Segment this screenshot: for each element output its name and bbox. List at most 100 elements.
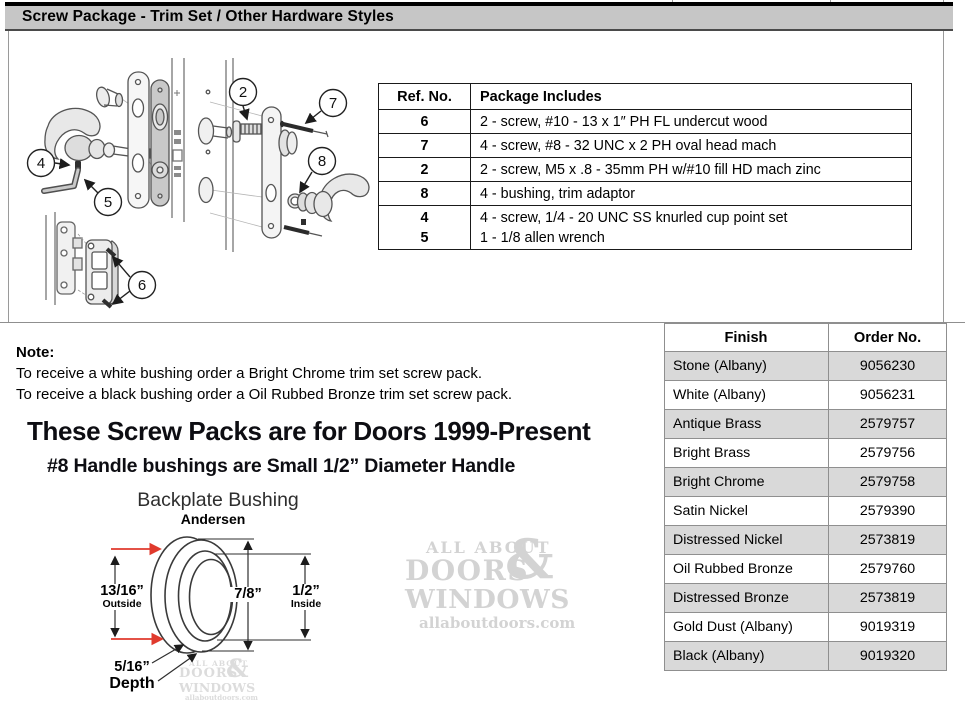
watermark-ampersand: & [505, 527, 554, 591]
callout-5 [93, 187, 123, 217]
table-header-row: Finish Order No. [664, 323, 947, 352]
note-line: To receive a black bushing order a Oil R… [16, 386, 513, 403]
faceplate [56, 221, 83, 295]
dim-value: 13/16” [100, 583, 144, 599]
dim-outside-label: 13/16” Outside [96, 584, 148, 610]
order-cell: 9019319 [828, 612, 947, 642]
ref-cell: 4 5 [378, 205, 471, 250]
dim-sublabel: Depth [109, 675, 155, 692]
page-title: Screw Package - Trim Set / Other Hardwar… [22, 8, 394, 25]
table-row: 4 5 4 - screw, 1/4 - 20 UNC SS knurled c… [378, 205, 912, 250]
order-cell: 9019320 [828, 641, 947, 671]
lever-handle-left [44, 107, 101, 160]
right-frame-line [943, 0, 944, 322]
page-title-bar: Screw Package - Trim Set / Other Hardwar… [5, 2, 953, 31]
trim-adaptor-plate [85, 239, 119, 305]
desc-cell: 4 - screw, #8 - 32 UNC x 2 PH oval head … [470, 133, 912, 158]
escutcheon-plate-interior [127, 71, 150, 209]
watermark-small: ALL ABOUT & DOORS WINDOWS allaboutdoors.… [178, 654, 278, 707]
watermark-text: DOORS [179, 666, 239, 681]
table-row: 7 4 - screw, #8 - 32 UNC x 2 PH oval hea… [378, 133, 912, 158]
dim-depth-value: 5/16” [106, 660, 158, 675]
callout-8-label: 8 [318, 153, 326, 170]
watermark-ampersand: & [226, 654, 249, 683]
lever-handle-right [318, 173, 370, 222]
table-row: 6 2 - screw, #10 - 13 x 1″ PH FL undercu… [378, 109, 912, 134]
ref-line: 5 [420, 229, 429, 246]
spindle-screw-2 [212, 120, 268, 143]
finish-cell: Distressed Nickel [664, 525, 829, 555]
ref-cell: 2 [378, 157, 471, 182]
desc-cell: 2 - screw, #10 - 13 x 1″ PH FL undercut … [470, 109, 912, 134]
callouts: 4 5 6 2 7 8 [26, 77, 348, 306]
callout-5-label: 5 [104, 194, 112, 211]
adaptor-plate-assembly [45, 212, 119, 309]
ref-cell: 7 [378, 133, 471, 158]
note-label: Note: [16, 344, 55, 361]
dim-value: 1/2” [292, 583, 320, 599]
interior-trim-assembly [41, 58, 185, 222]
order-cell: 9056230 [828, 351, 947, 381]
table-row: Satin Nickel 2579390 [664, 496, 947, 526]
finish-cell: Black (Albany) [664, 641, 829, 671]
callout-4-label: 4 [37, 155, 45, 172]
order-cell: 2579757 [828, 409, 947, 439]
exploded-diagram: 4 5 6 2 7 8 [26, 58, 370, 309]
finish-cell: Gold Dust (Albany) [664, 612, 829, 642]
finish-header: Finish [664, 323, 829, 352]
finish-cell: Bright Chrome [664, 467, 829, 497]
callout-2-label: 2 [239, 84, 247, 101]
allen-wrench [41, 167, 81, 194]
finish-cell: White (Albany) [664, 380, 829, 410]
table-row: Bright Brass 2579756 [664, 438, 947, 468]
mount-screw-bottom [283, 219, 323, 237]
escutcheon-plate-exterior [261, 106, 298, 239]
table-row: Distressed Nickel 2573819 [664, 525, 947, 555]
section-divider [0, 322, 965, 323]
watermark-url: allaboutdoors.com [419, 614, 576, 632]
ref-cell: 6 [378, 109, 471, 134]
dim-value: 7/8” [234, 586, 262, 602]
watermark-url: allaboutdoors.com [185, 693, 258, 702]
callout-6-label: 6 [138, 277, 146, 294]
dim-value: 5/16” [114, 659, 150, 675]
table-row: Bright Chrome 2579758 [664, 467, 947, 497]
watermark-text: ALL ABOUT [426, 538, 551, 557]
order-cell: 9056231 [828, 380, 947, 410]
callout-4 [26, 148, 56, 178]
order-cell: 2573819 [828, 583, 947, 613]
finish-cell: Distressed Bronze [664, 583, 829, 613]
order-cell: 2579390 [828, 496, 947, 526]
dim-depth-label: Depth [104, 675, 160, 692]
ref-no-header: Ref. No. [378, 83, 471, 110]
thumb-knob [96, 86, 124, 108]
trim-bushing [287, 193, 303, 209]
order-cell: 2573819 [828, 525, 947, 555]
gasket-oval [198, 176, 214, 204]
dim-sublabel: Outside [102, 598, 142, 610]
bushing-brand: Andersen [180, 511, 246, 527]
adaptor-screws [101, 247, 117, 309]
dim-middle-label: 7/8” [229, 587, 267, 602]
exterior-trim-assembly [197, 58, 370, 252]
desc-cell: 2 - screw, M5 x .8 - 35mm PH w/#10 fill … [470, 157, 912, 182]
table-row: 2 2 - screw, M5 x .8 - 35mm PH w/#10 fil… [378, 157, 912, 182]
finish-cell: Satin Nickel [664, 496, 829, 526]
desc-cell: 4 - bushing, trim adaptor [470, 181, 912, 206]
table-row: Gold Dust (Albany) 9019319 [664, 612, 947, 642]
order-cell: 2579760 [828, 554, 947, 584]
ref-line: 4 [420, 209, 429, 226]
finish-cell: Stone (Albany) [664, 351, 829, 381]
table-row: Stone (Albany) 9056230 [664, 351, 947, 381]
mount-screw-top [280, 120, 329, 138]
thumbturn-oval [197, 117, 215, 145]
desc-line: 1 - 1/8 allen wrench [480, 229, 605, 246]
bushing-title: Backplate Bushing [137, 489, 299, 511]
note-line: To receive a white bushing order a Brigh… [16, 365, 483, 382]
callout-7-label: 7 [329, 95, 337, 112]
dim-sublabel: Inside [290, 598, 322, 610]
watermark-large: ALL ABOUT & DOORS WINDOWS allaboutdoors.… [405, 532, 585, 638]
finish-order-table: Finish Order No. Stone (Albany) 9056230 … [664, 323, 947, 671]
